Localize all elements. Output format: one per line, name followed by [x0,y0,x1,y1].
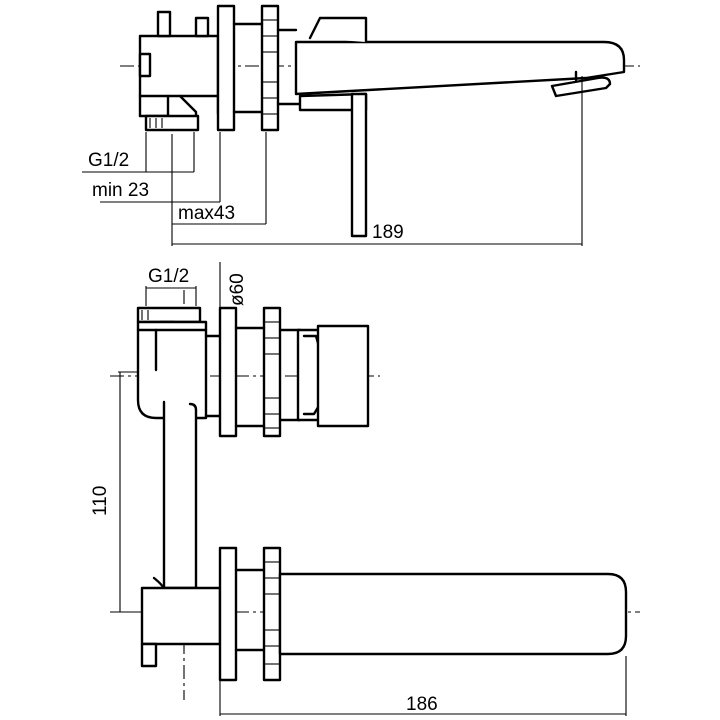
side-lower-body [140,586,222,668]
side-upper-flange [262,306,282,438]
side-lower-flange [262,546,282,682]
side-thread-label: G1/2 [148,266,189,287]
top-length-label: 189 [372,222,404,243]
top-wall-plate [216,4,236,132]
top-min-depth-label: min 23 [92,180,149,201]
side-vertical-pipe [152,400,198,592]
side-diameter-label: ø60 [227,273,248,306]
side-mixer-body [136,306,222,420]
top-wall-flange [260,4,280,132]
top-spout [294,16,626,112]
top-lever [350,92,368,238]
side-view: G1/2 ø60 110 186 [90,262,640,716]
top-mixer-body [138,10,220,132]
top-coupling [232,22,302,114]
side-upper-coupling [234,326,302,428]
side-lower-plate [218,546,238,682]
side-upper-plate [218,306,238,438]
side-lower-spout [234,568,628,656]
top-dimension-lines [82,76,583,246]
side-length-label: 186 [406,694,438,715]
side-lever [296,324,370,428]
side-dimension-lines [118,262,627,716]
top-view: G1/2 min 23 max43 189 [82,4,640,246]
side-height-label: 110 [90,486,111,516]
top-max-depth-label: max43 [178,203,235,224]
top-thread-label: G1/2 [88,150,129,171]
